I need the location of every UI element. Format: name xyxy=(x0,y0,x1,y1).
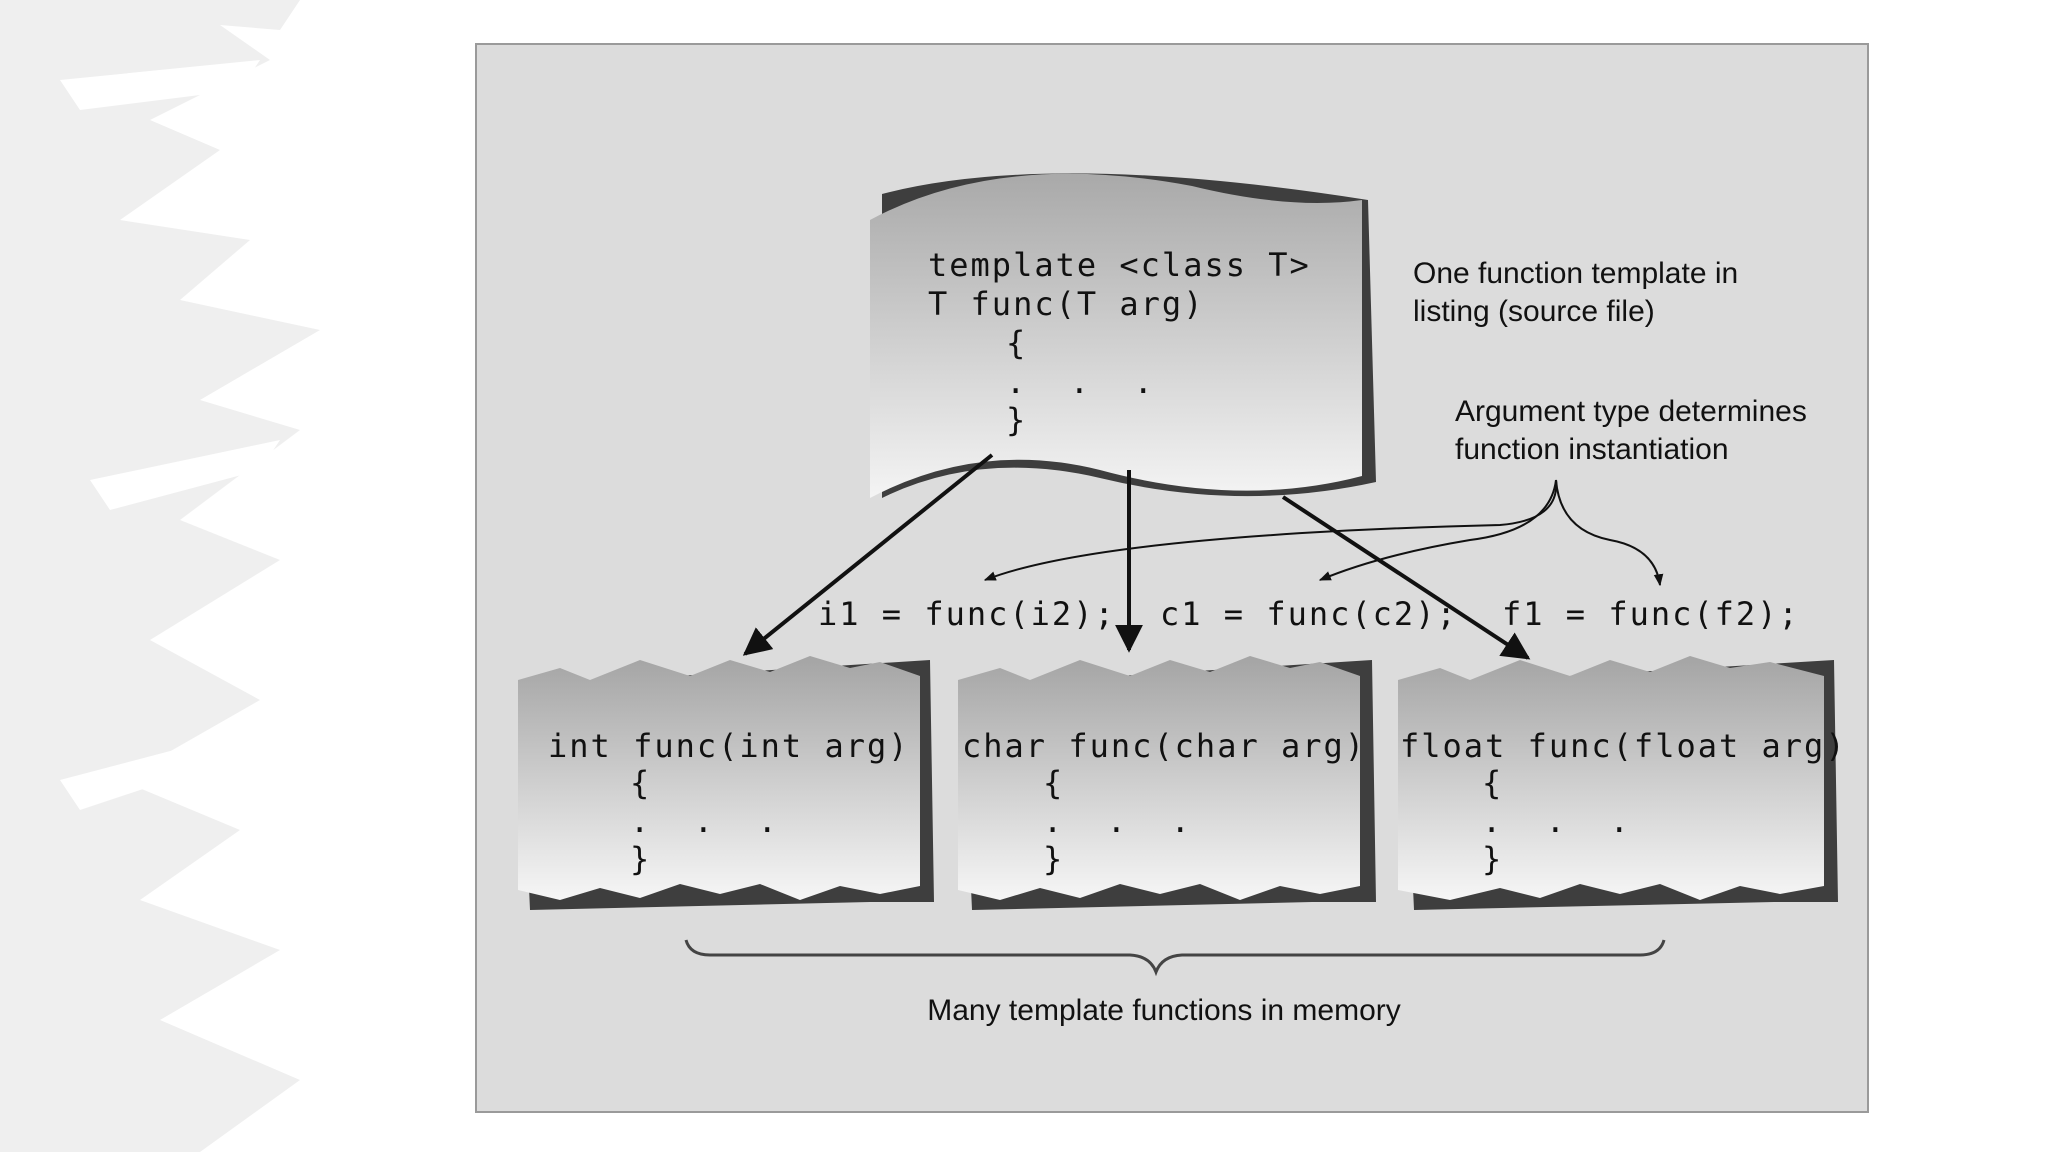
template-code-line-2: T func(T arg) xyxy=(928,285,1204,323)
instance-int-line-2: { xyxy=(630,764,651,802)
memory-caption: Many template functions in memory xyxy=(927,994,1401,1027)
argument-arrow-int xyxy=(983,479,1558,581)
instance-char-line-4: } xyxy=(1043,840,1064,878)
instance-char-line-2: { xyxy=(1043,764,1064,802)
argument-caption-line-2: function instantiation xyxy=(1455,433,1729,466)
instance-int-line-3: . . . xyxy=(630,802,779,840)
instance-box-int-body xyxy=(518,656,920,900)
template-code-line-1: template <class T> xyxy=(928,246,1311,284)
instance-char-line-1: char func(char arg) xyxy=(962,727,1366,765)
instance-char-line-3: . . . xyxy=(1043,802,1192,840)
argument-arrow-float xyxy=(1555,479,1664,587)
instance-box-float-body xyxy=(1398,656,1824,900)
argument-arrows xyxy=(983,479,1664,587)
argument-arrow-char xyxy=(1318,479,1557,581)
instance-float-line-2: { xyxy=(1482,764,1503,802)
instance-int-line-1: int func(int arg) xyxy=(548,727,910,765)
memory-brace xyxy=(684,939,1666,977)
instance-box-char: char func(char arg) { . . . } xyxy=(958,656,1376,910)
arrow-to-int-instance xyxy=(742,453,994,656)
instance-int-line-4: } xyxy=(630,840,651,878)
instance-box-float: float func(float arg) { . . . } xyxy=(1398,656,1847,910)
call-float: f1 = func(f2); xyxy=(1502,595,1800,633)
template-code-line-3: { xyxy=(1006,324,1027,362)
instance-float-line-4: } xyxy=(1482,840,1503,878)
arrow-to-float-instance xyxy=(1281,495,1531,660)
template-box-body xyxy=(870,173,1362,498)
call-int: i1 = func(i2); xyxy=(818,595,1116,633)
instance-float-line-1: float func(float arg) xyxy=(1400,727,1847,765)
argument-caption-line-1: Argument type determines xyxy=(1455,395,1807,428)
background-brush-decoration xyxy=(0,0,320,1152)
instance-box-char-body xyxy=(958,656,1360,900)
template-code-line-4: . . . xyxy=(1006,363,1155,401)
template-caption-line-1: One function template in xyxy=(1413,257,1738,290)
instance-box-int: int func(int arg) { . . . } xyxy=(518,656,934,910)
call-char: c1 = func(c2); xyxy=(1160,595,1458,633)
instantiation-arrows xyxy=(742,453,1531,660)
template-code-line-5: } xyxy=(1006,401,1027,439)
instance-float-line-3: . . . xyxy=(1482,802,1631,840)
template-caption-line-2: listing (source file) xyxy=(1413,295,1655,328)
template-box: template <class T> T func(T arg) { . . .… xyxy=(870,173,1376,499)
